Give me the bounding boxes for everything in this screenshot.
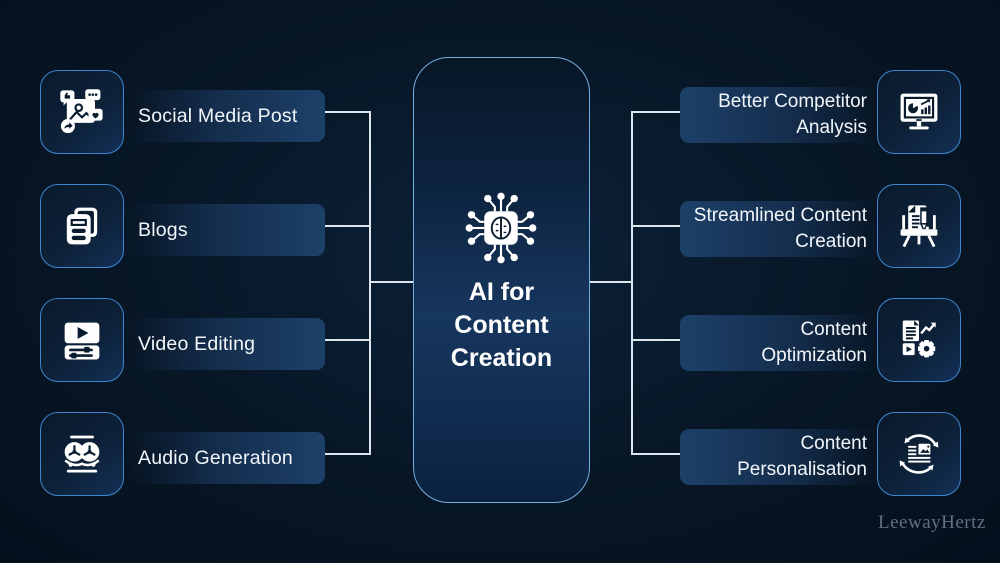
left-item-label: Social Media Post bbox=[138, 104, 298, 127]
video-editing-icon bbox=[56, 314, 108, 366]
right-item-label-line2: Creation bbox=[795, 231, 867, 252]
connector-line bbox=[631, 225, 680, 227]
ai-chip-brain-icon bbox=[457, 184, 545, 272]
label-bar-content-personalisation: Content Personalisation bbox=[680, 429, 877, 485]
label-bar-blogs: Blogs bbox=[130, 204, 325, 256]
content-personalisation-icon-box bbox=[877, 412, 961, 496]
content-optimization-icon bbox=[893, 314, 945, 366]
video-editing-icon-box bbox=[40, 298, 124, 382]
connector-line bbox=[631, 453, 680, 455]
audio-generation-icon-box bbox=[40, 412, 124, 496]
connector-line bbox=[631, 111, 680, 113]
connector-line bbox=[325, 111, 371, 113]
label-bar-streamlined-creation: Streamlined Content Creation bbox=[680, 201, 877, 257]
label-bar-social-media-post: Social Media Post bbox=[130, 90, 325, 142]
social-media-post-icon bbox=[56, 86, 108, 138]
label-bar-video-editing: Video Editing bbox=[130, 318, 325, 370]
connector-line bbox=[369, 281, 414, 283]
connector-trunk-right bbox=[631, 111, 633, 455]
right-item-label-line2: Analysis bbox=[796, 117, 867, 138]
connector-line bbox=[589, 281, 633, 283]
right-item-label-line1: Content bbox=[800, 433, 867, 454]
streamlined-content-creation-icon bbox=[893, 200, 945, 252]
center-title-line: Creation bbox=[450, 344, 553, 372]
competitor-analysis-icon-box bbox=[877, 70, 961, 154]
blogs-icon-box bbox=[40, 184, 124, 268]
center-panel bbox=[413, 57, 590, 503]
streamlined-creation-icon-box bbox=[877, 184, 961, 268]
right-item-label-line1: Content bbox=[800, 319, 867, 340]
center-title-line: AI for bbox=[468, 278, 535, 306]
label-bar-competitor-analysis: Better Competitor Analysis bbox=[680, 87, 877, 143]
right-item-label-line2: Optimization bbox=[761, 345, 867, 366]
center-title: AI for Content Creation bbox=[413, 276, 590, 375]
connector-line bbox=[325, 453, 371, 455]
blogs-icon bbox=[56, 200, 108, 252]
social-media-post-icon-box bbox=[40, 70, 124, 154]
connector-line bbox=[325, 225, 371, 227]
left-item-label: Audio Generation bbox=[138, 446, 293, 469]
content-personalisation-icon bbox=[893, 428, 945, 480]
center-title-line: Content bbox=[454, 311, 549, 339]
connector-line bbox=[631, 339, 680, 341]
connector-line bbox=[325, 339, 371, 341]
label-bar-audio-generation: Audio Generation bbox=[130, 432, 325, 484]
leewayhertz-watermark: LeewayHertz bbox=[878, 512, 986, 533]
audio-generation-icon bbox=[56, 428, 108, 480]
left-item-label: Blogs bbox=[138, 218, 188, 241]
label-bar-content-optimization: Content Optimization bbox=[680, 315, 877, 371]
right-item-label-line2: Personalisation bbox=[737, 459, 867, 480]
connector-trunk-left bbox=[369, 111, 371, 455]
left-item-label: Video Editing bbox=[138, 332, 256, 355]
right-item-label-line1: Better Competitor bbox=[718, 91, 867, 112]
competitor-analysis-monitor-icon bbox=[893, 86, 945, 138]
right-item-label-line1: Streamlined Content bbox=[693, 205, 867, 226]
content-optimization-icon-box bbox=[877, 298, 961, 382]
